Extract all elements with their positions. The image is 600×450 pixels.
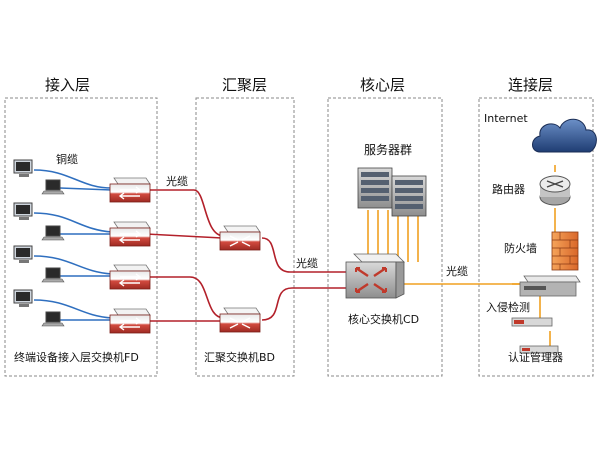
fiber-links-core (261, 237, 348, 321)
computer-icon (13, 159, 33, 177)
ids-label: 入侵检测 (486, 301, 530, 314)
auth-label: 认证管理器 (508, 351, 563, 364)
computer-icon (41, 225, 65, 241)
access-switch-label: 终端设备接入层交换机FD (14, 351, 139, 364)
computer-icon (13, 202, 33, 220)
cloud-icon (532, 118, 597, 153)
copper-label: 铜缆 (56, 153, 78, 166)
core-layer-box (327, 97, 443, 377)
aggregation-switch-icon (219, 307, 261, 333)
computer-icon (13, 245, 33, 263)
access-switch-icon (109, 177, 151, 203)
fiber-label-core: 光缆 (296, 257, 318, 270)
copper-links (33, 169, 113, 321)
access-switch-icon (109, 264, 151, 290)
computer-icon (41, 179, 65, 195)
server-links (367, 165, 556, 350)
router-label: 路由器 (492, 183, 525, 196)
computer-icon (13, 289, 33, 307)
router-icon (539, 175, 571, 206)
connection-layer-title: 连接层 (508, 76, 554, 94)
firewall-appliance-icon (519, 275, 581, 297)
server-icon (391, 175, 427, 217)
access-layer-box (4, 97, 158, 377)
core-switch-icon (345, 253, 405, 299)
fiber-label-access: 光缆 (166, 175, 188, 188)
computer-icon (41, 267, 65, 283)
access-switch-icon (109, 308, 151, 334)
core-switch-label: 核心交换机CD (348, 313, 420, 326)
aggregation-layer-title: 汇聚层 (222, 76, 268, 94)
server-icon (357, 167, 393, 209)
computer-icon (41, 311, 65, 327)
firewall-icon (551, 231, 579, 271)
ids-appliance-icon (511, 317, 553, 327)
aggregation-switch-icon (219, 225, 261, 251)
core-layer-title: 核心层 (360, 76, 406, 94)
fiber-links-access (145, 189, 225, 322)
access-switch-icon (109, 221, 151, 247)
firewall-label: 防火墙 (504, 242, 537, 255)
connection-layer-box (478, 97, 594, 377)
internet-label: Internet (484, 112, 528, 125)
auth-appliance-icon (519, 345, 559, 354)
aggregation-switch-label: 汇聚交换机BD (204, 351, 276, 364)
server-group-label: 服务器群 (364, 143, 413, 157)
fiber-label-connection: 光缆 (446, 265, 468, 278)
access-layer-title: 接入层 (45, 76, 91, 94)
